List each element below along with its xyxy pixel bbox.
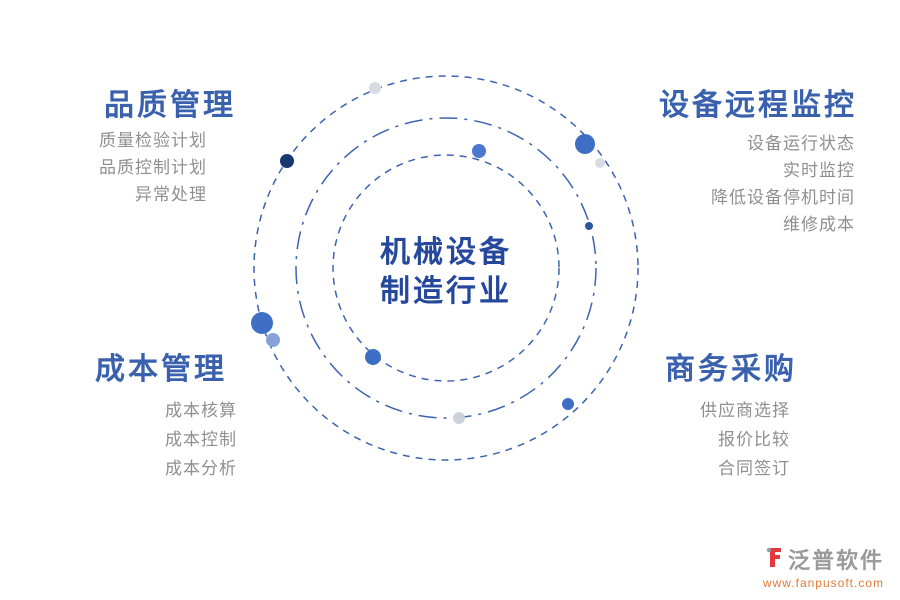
- decorative-dot: [562, 398, 574, 410]
- section-cost-item: 成本控制: [165, 430, 237, 449]
- brand-watermark: 泛普软件 www.fanpusoft.com: [763, 543, 884, 590]
- decorative-dot: [266, 333, 280, 347]
- section-remote-monitoring-item: 维修成本: [783, 215, 855, 234]
- section-remote-monitoring-item: 设备运行状态: [747, 134, 855, 153]
- decorative-dot: [280, 154, 294, 168]
- section-cost-item: 成本核算: [165, 401, 237, 420]
- section-quality-title: 品质管理: [104, 89, 236, 122]
- decorative-dot: [369, 82, 381, 94]
- section-remote-monitoring-list: 设备运行状态 实时监控 降低设备停机时间 维修成本: [600, 130, 855, 238]
- section-remote-monitoring-title: 设备远程监控: [659, 89, 857, 122]
- section-quality-item: 品质控制计划: [99, 158, 207, 177]
- middle-dashdot-circle: [295, 117, 597, 419]
- decorative-dot: [472, 144, 486, 158]
- brand-url: www.fanpusoft.com: [762, 576, 884, 590]
- section-procurement-title: 商务采购: [665, 353, 797, 386]
- outer-dashed-circle: [253, 75, 639, 461]
- section-quality-list: 质量检验计划 品质控制计划 异常处理: [0, 127, 207, 208]
- section-cost-title: 成本管理: [95, 353, 227, 386]
- section-quality-item: 质量检验计划: [99, 131, 207, 150]
- fanpu-logo-icon: [766, 546, 784, 573]
- section-remote-monitoring-item: 实时监控: [783, 161, 855, 180]
- decorative-dot: [585, 222, 593, 230]
- brand-name: 泛普软件: [787, 548, 884, 573]
- center-title: 机械设备 制造行业: [341, 233, 551, 311]
- section-remote-monitoring-item: 降低设备停机时间: [711, 188, 855, 207]
- section-procurement-item: 报价比较: [718, 430, 790, 449]
- decorative-dot: [575, 134, 595, 154]
- section-procurement-list: 供应商选择 报价比较 合同签订: [600, 396, 790, 483]
- section-procurement-item: 合同签订: [718, 459, 790, 478]
- center-title-line1: 机械设备: [380, 236, 512, 269]
- center-title-line2: 制造行业: [380, 275, 512, 308]
- inner-dashed-circle: [332, 154, 560, 382]
- decorative-dot: [453, 412, 465, 424]
- section-quality-item: 异常处理: [135, 185, 207, 204]
- decorative-dot: [595, 158, 605, 168]
- decorative-dot: [251, 312, 273, 334]
- section-cost-item: 成本分析: [165, 459, 237, 478]
- section-cost-list: 成本核算 成本控制 成本分析: [30, 396, 237, 483]
- decorative-dot: [365, 349, 381, 365]
- section-procurement-item: 供应商选择: [700, 401, 790, 420]
